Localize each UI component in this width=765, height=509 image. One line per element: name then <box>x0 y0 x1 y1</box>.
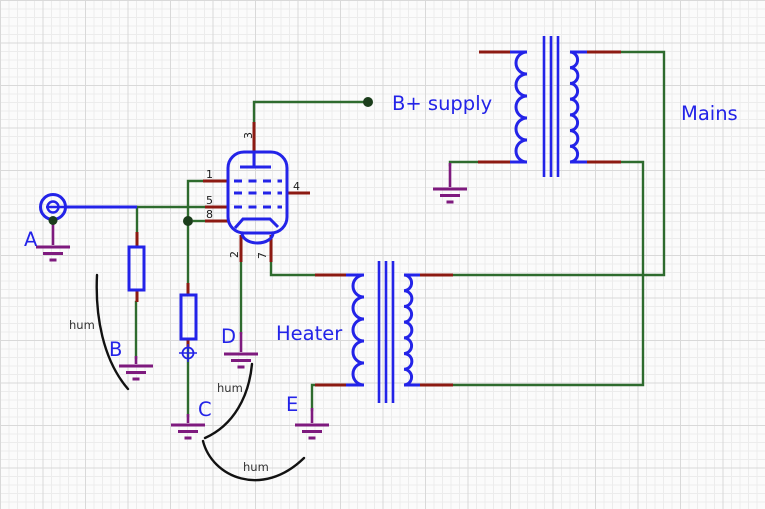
power-tf-core <box>542 36 560 177</box>
ground-a-bars <box>36 245 70 262</box>
power-tf-primary-winding <box>510 50 528 164</box>
heater-transformer[interactable] <box>346 261 420 403</box>
connector-ground-dot <box>48 216 58 225</box>
tube-pin-number-5: 5 <box>206 194 213 207</box>
vacuum-tube[interactable] <box>226 150 289 245</box>
tube-cathode <box>233 217 280 229</box>
audio-input-connector[interactable] <box>39 193 67 221</box>
hum-arc-d-to-c <box>203 362 254 440</box>
ground-tf-bars <box>433 187 467 204</box>
heater-tf-left-winding <box>346 273 365 387</box>
bplus-node-dot <box>363 97 373 107</box>
tube-envelope <box>226 150 289 235</box>
ground-b-bars <box>119 364 153 381</box>
hum-arc-a-to-b <box>95 273 130 391</box>
ground-d-bars <box>224 352 258 369</box>
ground-point-label-b: B <box>109 338 122 361</box>
resistor-c-rect <box>179 293 198 341</box>
wire-mains-outer[interactable] <box>451 50 666 277</box>
heater-tf-core <box>377 261 395 403</box>
hum-label-ab: hum <box>69 318 95 332</box>
tube-pin-number-2: 2 <box>228 251 241 258</box>
ground-icon-b[interactable] <box>119 356 153 381</box>
probe-point-icon[interactable] <box>179 344 197 362</box>
tube-pin-number-1: 1 <box>206 168 213 181</box>
heater-tf-right-winding <box>403 273 420 387</box>
resistor-b-rect <box>127 245 146 292</box>
hum-label-ce: hum <box>243 460 269 474</box>
tube-anode <box>240 151 271 169</box>
ground-e-bars <box>295 423 329 440</box>
ground-icon-a[interactable] <box>36 223 70 262</box>
ground-point-label-e: E <box>286 393 298 416</box>
transformer-leads <box>315 50 621 387</box>
wire-pin7-to-heater[interactable] <box>269 260 317 277</box>
ground-icon-c[interactable] <box>171 414 205 440</box>
power-transformer[interactable] <box>510 36 587 177</box>
ground-icon-transformer[interactable] <box>433 163 467 204</box>
probe-cross <box>179 344 197 362</box>
ground-icon-e[interactable] <box>295 408 329 440</box>
power-tf-secondary-winding <box>569 50 587 164</box>
wire-transformer-to-ground[interactable] <box>448 160 480 167</box>
ground-icon-d[interactable] <box>224 332 258 369</box>
wire-mains-inner[interactable] <box>451 160 645 387</box>
ground-point-label-d: D <box>221 325 236 348</box>
resistor-b-body[interactable] <box>127 245 146 292</box>
tube-pin-number-3: 3 <box>242 132 255 139</box>
heater-label: Heater <box>276 322 343 345</box>
ground-point-label-c: C <box>198 398 212 421</box>
wire-heater-to-ground-e[interactable] <box>310 383 317 412</box>
ground-point-label-a: A <box>24 228 38 251</box>
resistor-c-body[interactable] <box>179 293 198 341</box>
bplus-supply-label: B+ supply <box>392 92 492 115</box>
tube-pin-number-7: 7 <box>256 252 269 259</box>
hum-label-dc: hum <box>217 381 243 395</box>
wire-plate-to-bplus[interactable] <box>252 100 366 124</box>
wire-pin1-to-resistor-c[interactable] <box>186 179 207 285</box>
tube-pin-number-8: 8 <box>206 208 213 221</box>
tube-bottom-dome <box>240 232 275 245</box>
resistor-leads <box>135 232 190 348</box>
mains-label: Mains <box>681 102 738 125</box>
pin8-junction-dot <box>183 216 193 226</box>
tube-pin-number-4: 4 <box>293 180 300 193</box>
hum-arc-c-to-e <box>201 439 306 482</box>
ground-c-bars <box>171 423 205 440</box>
